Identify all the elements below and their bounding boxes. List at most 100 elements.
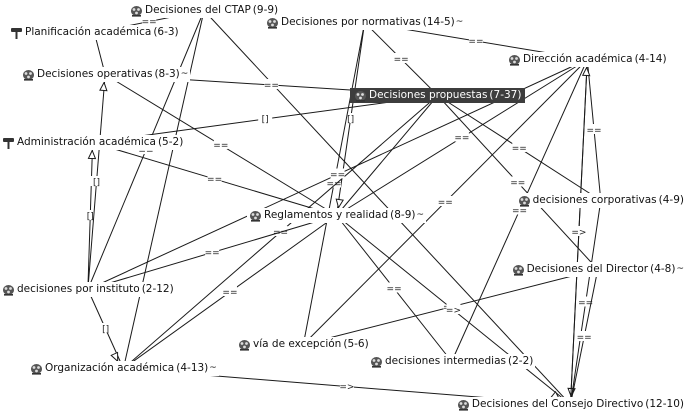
edge-label-bg bbox=[89, 176, 104, 186]
node-label: decisiones por instituto bbox=[17, 283, 140, 295]
node-label: Decisiones operativas bbox=[37, 68, 153, 80]
node-intermedias[interactable]: decisiones intermedias(2-2) bbox=[368, 354, 536, 369]
concept-icon bbox=[266, 17, 279, 29]
concept-icon bbox=[457, 399, 470, 411]
node-count: (4-8) bbox=[650, 263, 676, 275]
node-count: (4-13) bbox=[176, 362, 209, 374]
node-label: Organización académica bbox=[45, 362, 175, 374]
concept-icon bbox=[238, 339, 251, 351]
node-ctap[interactable]: Decisiones del CTAP(9-9) bbox=[128, 3, 281, 18]
edge-label-bg bbox=[512, 142, 527, 152]
edge-label-bg bbox=[587, 124, 602, 134]
node-direccion[interactable]: Dirección académica(4-14) bbox=[506, 52, 669, 67]
node-label: Decisiones propuestas bbox=[369, 89, 488, 101]
concept-icon bbox=[2, 284, 15, 296]
node-count: (4-9) bbox=[658, 194, 684, 206]
arrowhead bbox=[87, 149, 97, 160]
node-reglamentos[interactable]: Reglamentos y realidad(8-9)~ bbox=[247, 208, 427, 223]
node-consejo[interactable]: Decisiones del Consejo Directivo(12-10) bbox=[454, 397, 686, 412]
edge-label-bg bbox=[571, 226, 586, 236]
node-mark: ~ bbox=[416, 210, 425, 220]
node-mark: ~ bbox=[180, 69, 189, 79]
edge-label: == bbox=[578, 299, 593, 309]
concept-icon bbox=[30, 363, 43, 375]
node-propuestas[interactable]: Decisiones propuestas(7-37) bbox=[350, 88, 526, 103]
edge-label-bg bbox=[577, 331, 592, 341]
concept-icon bbox=[249, 210, 262, 222]
edge-label-bg bbox=[142, 15, 157, 26]
edge-label-bg bbox=[510, 176, 525, 187]
node-mark: ~ bbox=[455, 17, 464, 27]
node-excepcion[interactable]: vía de excepción(5-6) bbox=[236, 337, 371, 352]
edge-label-bg bbox=[205, 246, 220, 257]
edge-label: == bbox=[142, 18, 157, 28]
edge-label-bg bbox=[339, 380, 354, 391]
edge-propuestas-reglamentos[interactable] bbox=[336, 95, 439, 216]
edge-label: == bbox=[587, 126, 602, 136]
node-label: Reglamentos y realidad bbox=[264, 209, 389, 221]
node-label: decisiones corporativas bbox=[532, 194, 657, 206]
arrowhead bbox=[581, 66, 591, 77]
edge-label-bg bbox=[343, 113, 358, 123]
edge-label-bg bbox=[446, 304, 461, 314]
edge-label: => bbox=[339, 383, 354, 393]
edge-label-bg bbox=[222, 286, 237, 296]
edge-label: [] bbox=[262, 115, 269, 125]
concept-icon bbox=[22, 69, 35, 81]
node-count: (9-9) bbox=[252, 4, 279, 16]
edge-ctap-organizacion[interactable] bbox=[122, 10, 205, 369]
node-corporativas[interactable]: decisiones corporativas(4-9) bbox=[515, 193, 686, 208]
edge-ctap-consejo[interactable] bbox=[203, 10, 571, 405]
node-planificacion[interactable]: Planificación académica(6-3) bbox=[8, 25, 181, 40]
edge-label: => bbox=[446, 306, 461, 316]
node-count: (2-12) bbox=[141, 283, 174, 295]
node-label: Decisiones del Consejo Directivo bbox=[471, 398, 644, 410]
node-count: (7-37) bbox=[489, 89, 522, 101]
node-label: Decisiones por normativas bbox=[281, 16, 421, 28]
node-normativas[interactable]: Decisiones por normativas(14-5)~ bbox=[264, 15, 466, 30]
concept-icon bbox=[508, 54, 521, 66]
edge-label-bg bbox=[438, 196, 453, 206]
arrowhead bbox=[335, 198, 344, 209]
arrowhead bbox=[110, 351, 119, 363]
node-count: (12-10) bbox=[645, 398, 684, 410]
node-count: (5-6) bbox=[343, 338, 369, 350]
edge-label-bg bbox=[83, 210, 98, 220]
edge-label-bg bbox=[512, 204, 527, 215]
node-director[interactable]: Decisiones del Director(4-8)~ bbox=[509, 262, 686, 277]
edge-label: == bbox=[264, 81, 279, 91]
edge-label: == bbox=[330, 171, 345, 181]
edge-label-bg bbox=[330, 168, 345, 179]
node-count: (14-5) bbox=[422, 16, 455, 28]
edge-label: == bbox=[577, 333, 592, 343]
node-count: (8-9) bbox=[390, 209, 416, 221]
node-label: Administración académica bbox=[17, 136, 156, 148]
node-label: Decisiones del Director bbox=[526, 263, 649, 275]
node-operativas[interactable]: Decisiones operativas(8-3)~ bbox=[20, 67, 191, 82]
node-organizacion[interactable]: Organización académica(4-13)~ bbox=[28, 361, 219, 376]
edge-label: [] bbox=[102, 325, 109, 335]
edge-label-bg bbox=[207, 173, 222, 183]
edge-label: == bbox=[213, 141, 228, 151]
concept-icon bbox=[130, 5, 143, 17]
edge-label-bg bbox=[387, 282, 402, 293]
edge-label-bg bbox=[454, 131, 469, 142]
node-administracion[interactable]: Administración académica(5-2) bbox=[0, 135, 186, 150]
edge-label: == bbox=[138, 146, 153, 156]
edge-label-bg bbox=[264, 79, 279, 89]
edge-label: [] bbox=[347, 115, 354, 125]
concept-icon bbox=[518, 195, 531, 207]
edge-label: == bbox=[468, 37, 483, 47]
edge-label-bg bbox=[468, 35, 483, 45]
edge-label: == bbox=[512, 144, 527, 154]
concept-icon bbox=[354, 90, 367, 102]
node-instituto[interactable]: decisiones por instituto(2-12) bbox=[0, 282, 176, 297]
node-label: Decisiones del CTAP bbox=[145, 4, 251, 16]
edge-label: => bbox=[571, 228, 586, 238]
edge-label-bg bbox=[273, 226, 288, 236]
edge-label: [] bbox=[93, 178, 100, 188]
edge-label: [] bbox=[87, 212, 94, 222]
edge-label: == bbox=[387, 285, 402, 295]
node-label: Dirección académica bbox=[523, 53, 633, 65]
